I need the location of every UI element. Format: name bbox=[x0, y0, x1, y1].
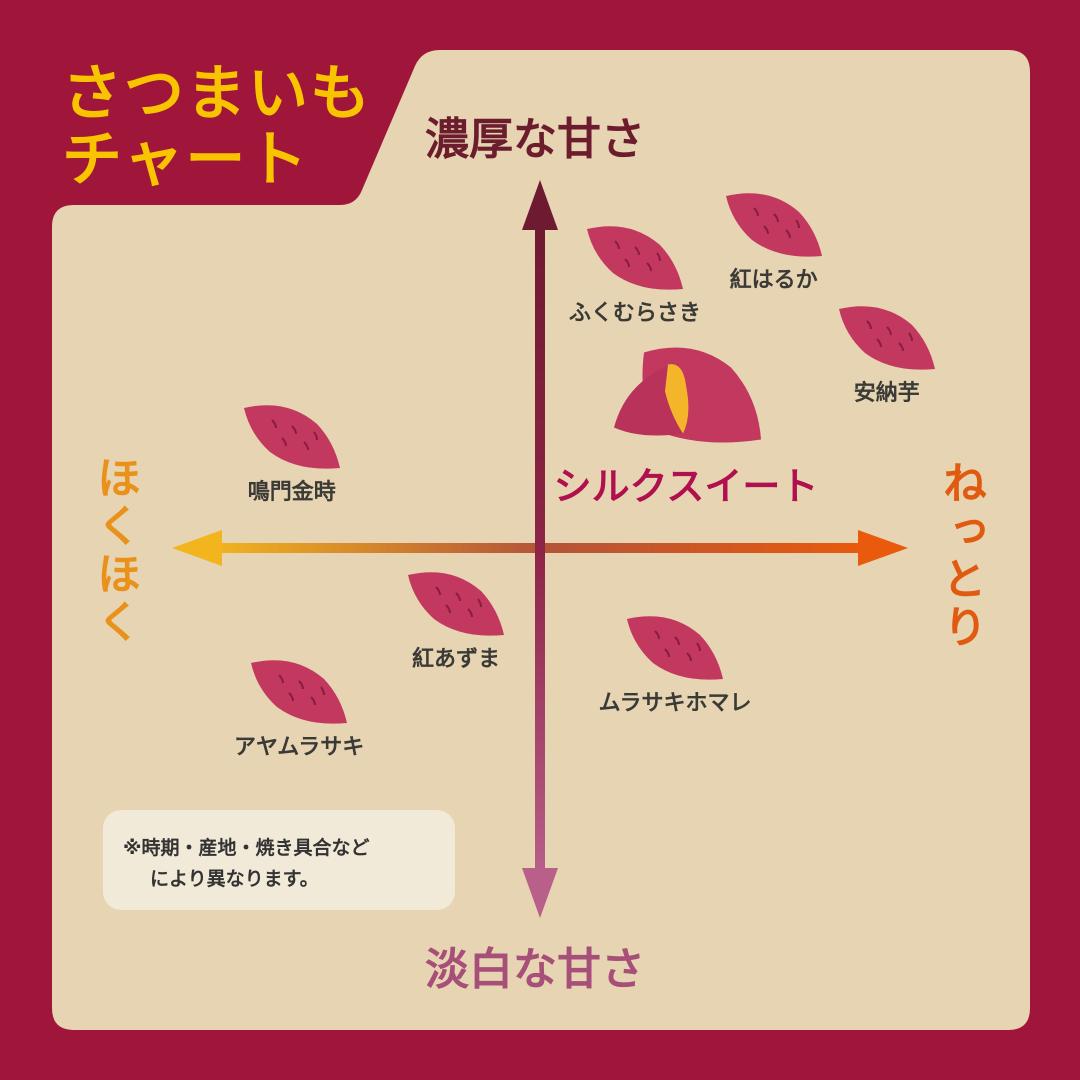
sweet-potato-icon bbox=[837, 303, 937, 377]
point-label: ムラサキホマレ bbox=[598, 691, 752, 717]
data-point: 紅あずま bbox=[406, 569, 506, 672]
sweet-potato-icon bbox=[406, 569, 506, 643]
data-point: シルクスイート bbox=[554, 340, 818, 508]
sweet-potato-icon bbox=[242, 402, 342, 476]
note-line1: ※時期・産地・焼き具合など bbox=[123, 837, 370, 859]
sweet-potato-icon bbox=[585, 223, 685, 297]
data-point: 紅はるか bbox=[724, 190, 824, 293]
point-label: 安納芋 bbox=[853, 380, 920, 406]
y-axis-positive-label: 濃厚な甘さ bbox=[425, 114, 645, 165]
arrow-up-icon bbox=[522, 180, 558, 230]
disclaimer-note: ※時期・産地・焼き具合など により異なります。 bbox=[103, 810, 455, 910]
arrow-right-icon bbox=[858, 530, 908, 566]
y-axis-negative-label: 淡白な甘さ bbox=[425, 944, 645, 995]
arrow-left-icon bbox=[172, 530, 222, 566]
sweet-potato-icon bbox=[249, 657, 349, 731]
arrow-down-icon bbox=[522, 868, 558, 918]
page-title-line1: さつまいも bbox=[62, 59, 372, 129]
data-point: 鳴門金時 bbox=[242, 402, 342, 505]
x-axis-positive-label: ねっとり bbox=[935, 460, 986, 652]
x-axis-negative-label: ほくほく bbox=[89, 455, 140, 647]
sweet-potato-icon bbox=[724, 190, 824, 264]
note-line2: により異なります。 bbox=[150, 868, 319, 890]
point-label: アヤムラサキ bbox=[233, 735, 365, 760]
point-label: シルクスイート bbox=[553, 464, 819, 509]
page-title-line2: チャート bbox=[62, 125, 310, 195]
data-point: ふくむらさき bbox=[569, 223, 701, 326]
vertical-axis bbox=[522, 180, 558, 918]
point-label: 紅あずま bbox=[412, 647, 501, 673]
point-label: 紅はるか bbox=[729, 267, 818, 293]
data-point: 安納芋 bbox=[837, 303, 937, 406]
data-point: アヤムラサキ bbox=[234, 657, 364, 760]
sweet-potato-icon bbox=[625, 613, 725, 687]
data-point: ムラサキホマレ bbox=[599, 613, 752, 716]
point-label: ふくむらさき bbox=[568, 300, 701, 326]
point-label: 鳴門金時 bbox=[247, 479, 336, 505]
sweet-potato-icon bbox=[574, 340, 799, 449]
